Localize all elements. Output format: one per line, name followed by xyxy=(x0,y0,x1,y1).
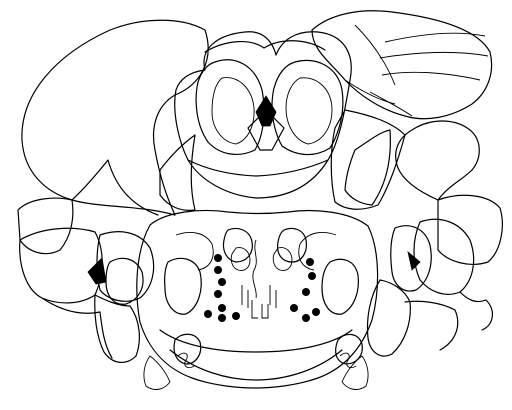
left-ventral-lobe xyxy=(95,295,140,362)
marker-dot xyxy=(218,314,226,322)
marker-dot xyxy=(302,288,310,296)
left-fasciculus xyxy=(242,285,248,308)
dorsal-cap xyxy=(205,41,325,52)
marker-dot xyxy=(308,272,316,280)
pons-inner-boundary xyxy=(160,330,352,352)
right-lobe-bridge xyxy=(405,301,458,350)
left-lower-lobe xyxy=(20,228,102,303)
median-raphe xyxy=(253,240,256,298)
right-upper-lobe xyxy=(312,11,492,119)
left-nucleus-a xyxy=(224,229,253,263)
right-lower-lobe-rim xyxy=(460,292,492,330)
left-lemniscus xyxy=(165,258,202,314)
marker-dot xyxy=(302,314,310,322)
right-lemniscus xyxy=(322,259,358,314)
left-nucleus-b xyxy=(231,248,250,271)
right-tract xyxy=(299,232,336,270)
right-colliculus-layer xyxy=(286,78,332,144)
pons-base xyxy=(170,350,342,380)
marker-dot xyxy=(204,310,212,318)
right-s-curve xyxy=(340,353,356,368)
left-tract xyxy=(176,232,213,270)
marker-dot xyxy=(214,254,222,262)
marker-dot xyxy=(214,290,222,298)
left-lateral-lobes xyxy=(18,20,208,362)
left-lateral-flap xyxy=(18,198,73,254)
left-colliculus-layer xyxy=(212,78,254,144)
left-s-curve xyxy=(178,353,194,368)
left-lateral-midbrain xyxy=(160,135,195,210)
right-upper-lobe-band-c xyxy=(380,52,488,58)
left-upper-lobe xyxy=(22,20,208,215)
left-paraflocculus xyxy=(97,232,154,302)
marker-dot xyxy=(218,304,226,312)
marker-dot xyxy=(214,266,222,274)
dorsal-midbrain xyxy=(160,32,390,211)
tegmentum-outline xyxy=(137,211,378,388)
right-upper-lobe-band-d xyxy=(382,72,480,80)
right-lateral-flap xyxy=(438,195,502,264)
marker-dot xyxy=(218,278,226,286)
right-middle-lobe xyxy=(331,110,405,209)
central-gray xyxy=(188,160,328,198)
left-lower-lobe-rim xyxy=(42,298,112,358)
right-heart-lobe xyxy=(396,121,480,200)
right-upper-lobe-band-b xyxy=(385,33,485,42)
marker-dot xyxy=(232,312,240,320)
right-upper-lobe-band-a xyxy=(355,25,395,85)
marker-dot xyxy=(290,304,298,312)
midline-lu-mark xyxy=(252,300,268,318)
right-ventral-lobe xyxy=(368,280,411,356)
marker-dot xyxy=(306,258,314,266)
ventral-brainstem xyxy=(137,211,378,390)
left-ventral-nucleus xyxy=(174,334,201,364)
right-fasciculus xyxy=(270,285,276,308)
marker-dot xyxy=(312,308,320,316)
left-cranial-root xyxy=(144,356,170,389)
right-lateral-lobes xyxy=(312,11,502,356)
